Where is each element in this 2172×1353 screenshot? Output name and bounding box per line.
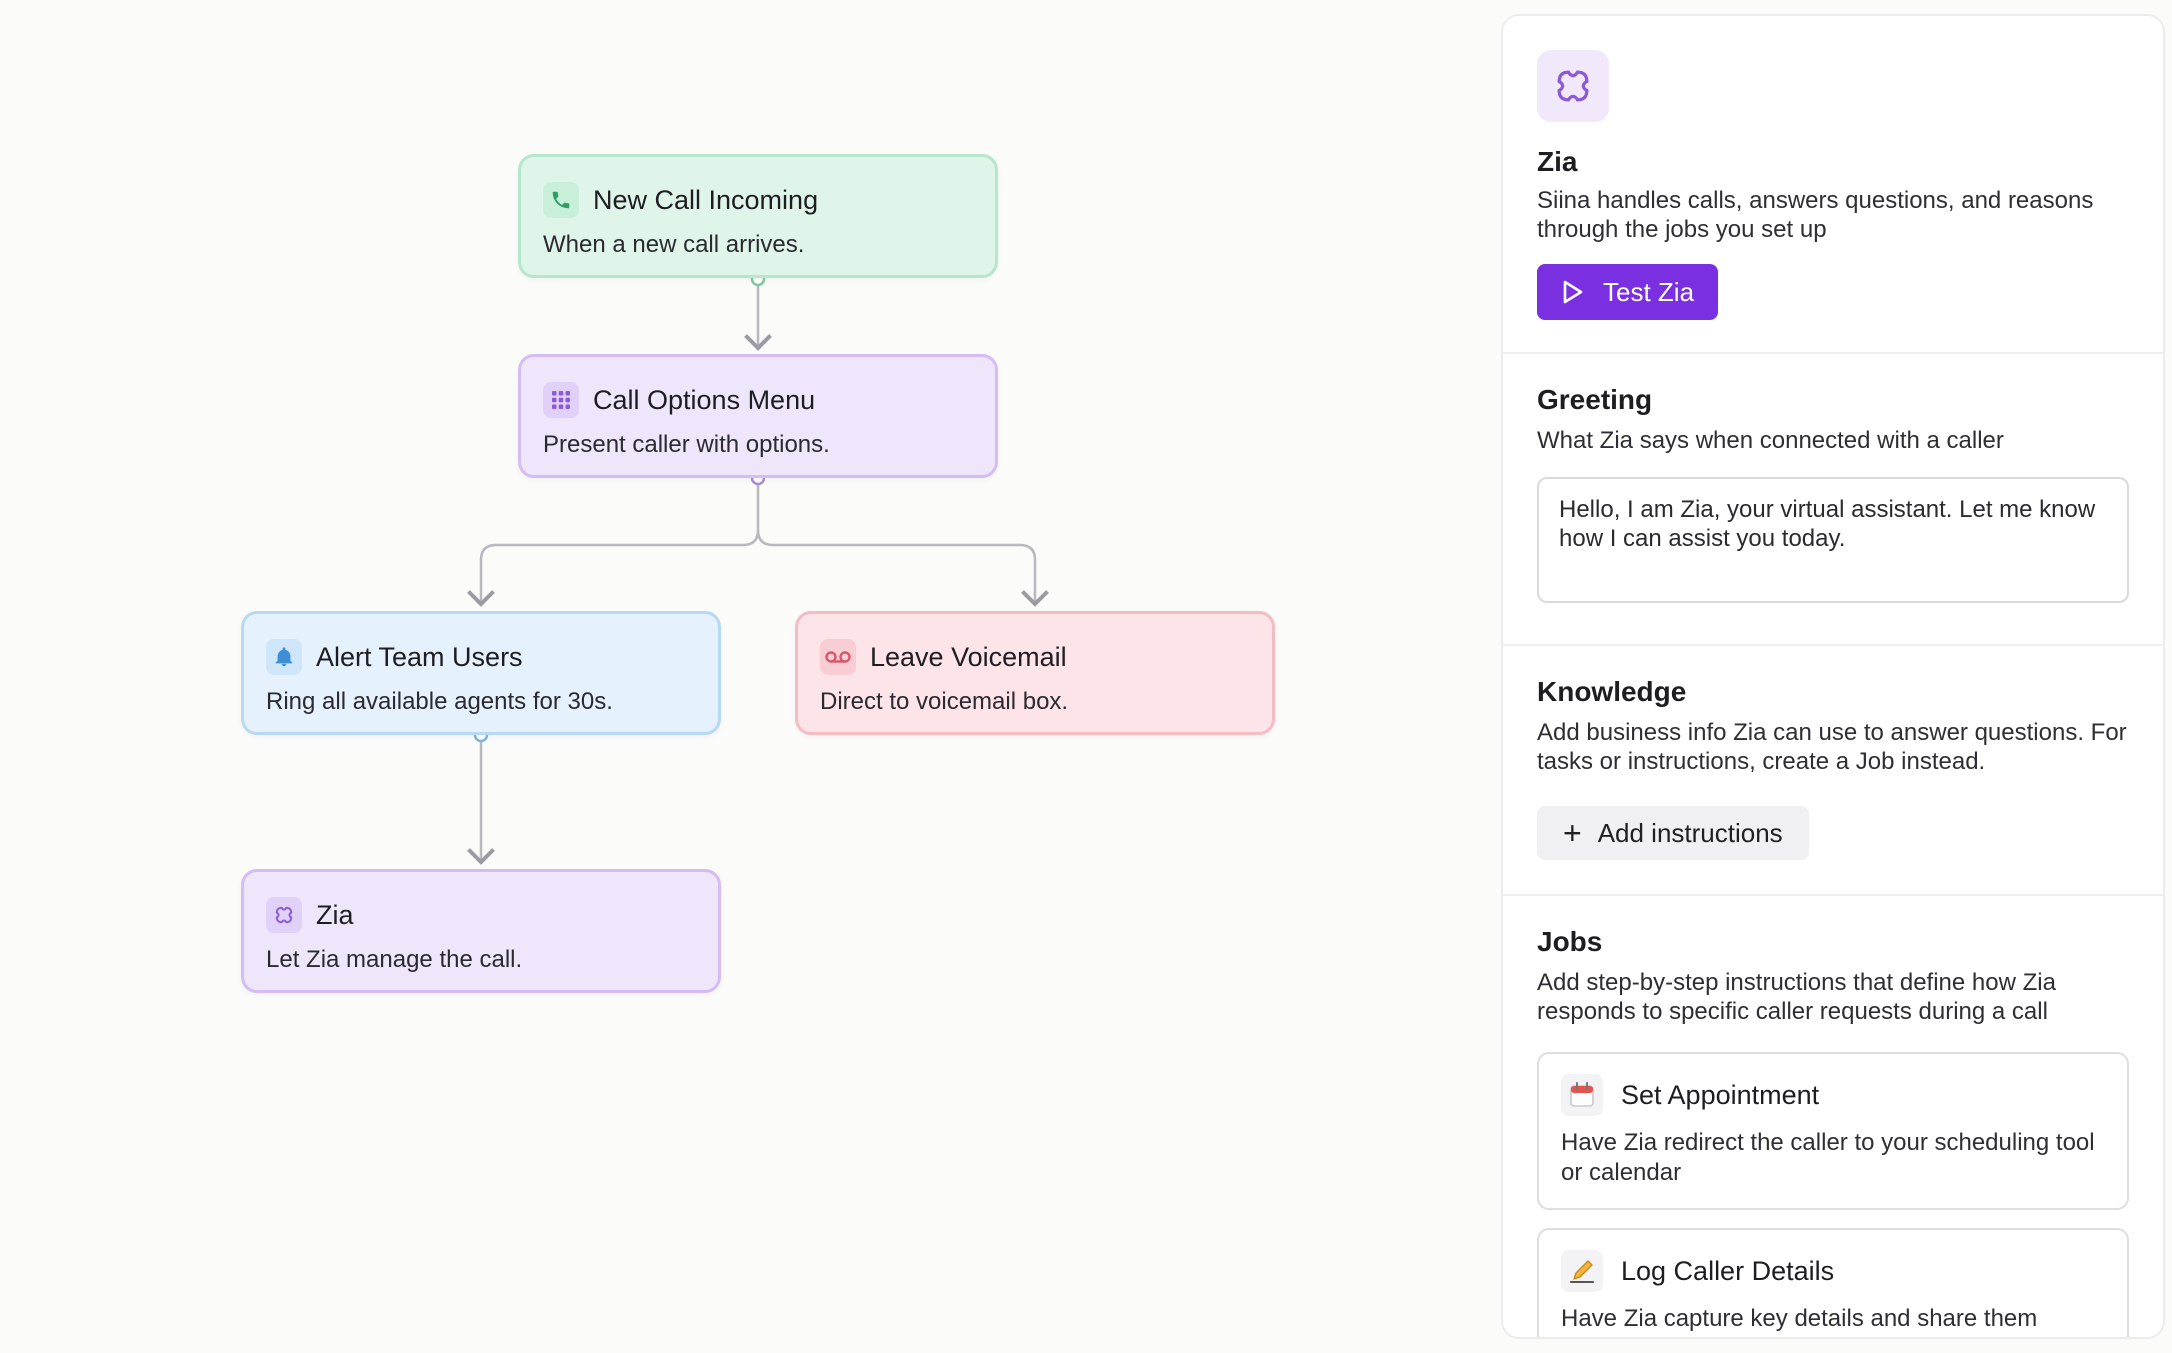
- node-zia[interactable]: Zia Let Zia manage the call.: [241, 869, 721, 993]
- job-title: Log Caller Details: [1621, 1255, 1835, 1286]
- pencil-icon: [1561, 1250, 1603, 1292]
- node-new-call-incoming[interactable]: New Call Incoming When a new call arrive…: [518, 154, 998, 278]
- node-description: Ring all available agents for 30s.: [266, 688, 613, 715]
- test-zia-label: Test Zia: [1603, 276, 1695, 307]
- node-title: Alert Team Users: [316, 641, 523, 672]
- job-description: Have Zia capture key details and share t…: [1561, 1305, 2038, 1332]
- connector-menu-to-alert: [467, 478, 760, 607]
- add-instructions-button[interactable]: + Add instructions: [1537, 806, 1809, 860]
- knowledge-subtitle: Add business info Zia can use to answer …: [1537, 719, 2127, 775]
- jobs-title: Jobs: [1537, 926, 1603, 957]
- greeting-section: Greeting What Zia says when connected wi…: [1503, 384, 2163, 603]
- greeting-title: Greeting: [1537, 384, 1653, 415]
- greeting-input[interactable]: Hello, I am Zia, your virtual assistant.…: [1537, 477, 2129, 603]
- flow-canvas[interactable]: New Call Incoming When a new call arrive…: [0, 0, 1480, 1353]
- voicemail-icon: [820, 639, 856, 675]
- node-leave-voicemail[interactable]: Leave Voicemail Direct to voicemail box.: [795, 611, 1275, 735]
- node-title: New Call Incoming: [593, 184, 819, 215]
- test-zia-button[interactable]: Test Zia: [1537, 264, 1719, 320]
- node-title: Zia: [316, 899, 354, 930]
- plus-icon: +: [1563, 815, 1582, 851]
- node-description: Direct to voicemail box.: [820, 688, 1069, 715]
- play-icon: [1563, 280, 1583, 304]
- add-instructions-label: Add instructions: [1597, 817, 1783, 848]
- jobs-subtitle: Add step-by-step instructions that defin…: [1537, 969, 2056, 1025]
- greeting-subtitle: What Zia says when connected with a call…: [1537, 427, 2004, 454]
- job-card-set-appointment[interactable]: Set Appointment Have Zia redirect the ca…: [1537, 1052, 2129, 1210]
- phone-icon: [543, 182, 579, 218]
- knowledge-section: Knowledge Add business info Zia can use …: [1503, 676, 2163, 860]
- job-description: Have Zia redirect the caller to your sch…: [1561, 1129, 2095, 1186]
- divider: [1503, 644, 2163, 646]
- zia-logo-icon: [266, 897, 302, 933]
- node-description: Present caller with options.: [543, 431, 830, 458]
- node-description: Let Zia manage the call.: [266, 946, 523, 973]
- agent-name: Zia: [1537, 146, 1578, 177]
- connector-menu-to-voicemail: [756, 529, 1049, 607]
- job-title: Set Appointment: [1621, 1079, 1820, 1110]
- calendar-icon: [1561, 1074, 1603, 1116]
- agent-settings-panel: Zia Siina handles calls, answers questio…: [1501, 14, 2165, 1339]
- node-title: Call Options Menu: [593, 384, 816, 415]
- knowledge-title: Knowledge: [1537, 676, 1687, 707]
- job-card-log-caller-details[interactable]: Log Caller Details Have Zia capture key …: [1537, 1228, 2129, 1337]
- node-title: Leave Voicemail: [870, 641, 1067, 672]
- grid-icon: [543, 382, 579, 418]
- zia-logo-icon: [1537, 50, 1609, 122]
- node-call-options-menu[interactable]: Call Options Menu Present caller with op…: [518, 354, 998, 478]
- divider: [1503, 894, 2163, 896]
- node-alert-team-users[interactable]: Alert Team Users Ring all available agen…: [241, 611, 721, 735]
- node-description: When a new call arrives.: [543, 231, 805, 258]
- divider: [1503, 352, 2163, 354]
- jobs-section: Jobs Add step-by-step instructions that …: [1503, 926, 2163, 1337]
- bell-icon: [266, 639, 302, 675]
- agent-header: Zia Siina handles calls, answers questio…: [1503, 50, 2163, 320]
- agent-description: Siina handles calls, answers questions, …: [1537, 187, 2094, 243]
